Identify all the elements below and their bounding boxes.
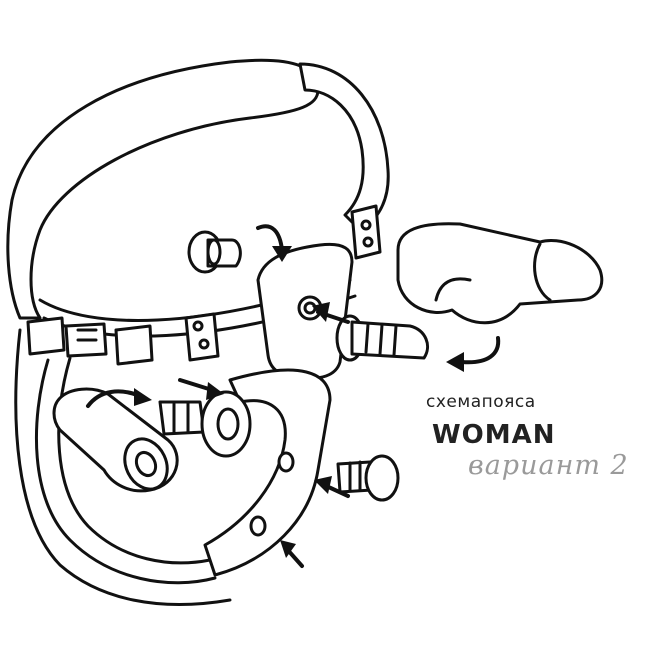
arrow-dildo-to-adapter [446,336,501,372]
side-buckle [26,312,220,366]
lower-panel [203,368,332,577]
caption-model-name: WOMAN [432,420,556,450]
dildo-shape [396,222,604,325]
arrow-tube [86,388,152,408]
arrow-into-hole [312,302,350,324]
arrow-to-adapter [178,378,224,400]
tube-sleeve [52,387,179,493]
front-plate [256,242,354,380]
arrow-to-panel-hole-upper [314,476,350,498]
screw-adapter [158,390,252,458]
connector-adapter [335,314,429,362]
caption-variant: вариант 2 [468,450,629,481]
belt-adjuster-right [350,204,382,260]
small-plug-lower [336,454,400,502]
caption-scheme-label: схемапояса [426,392,536,412]
small-plug-upper [187,230,242,274]
arrow-to-panel-hole-lower [280,540,304,568]
arrow-to-plate [256,224,292,262]
